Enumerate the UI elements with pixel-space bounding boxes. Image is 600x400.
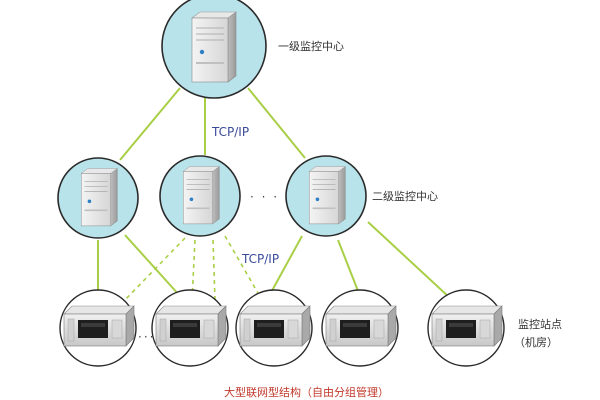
station-node-2 <box>151 289 229 367</box>
protocol-label-mid: TCP/IP <box>242 252 280 266</box>
level1-center-node <box>161 0 267 99</box>
station-label: 监控站点 <box>518 318 562 331</box>
station-node-1 <box>59 289 137 367</box>
station-sublabel: （机房） <box>514 336 558 349</box>
rack-server-icon <box>431 305 503 347</box>
server-tower-icon <box>191 11 237 83</box>
link-hub3-to-station5 <box>367 221 451 299</box>
server-tower-icon <box>308 166 346 225</box>
level2-hub-3 <box>285 155 367 237</box>
rack-server-icon <box>239 305 311 347</box>
server-tower-icon <box>80 168 118 227</box>
connection-lines <box>97 87 451 301</box>
level2-hub-1 <box>57 157 139 239</box>
link-hub3-to-station3 <box>267 235 303 299</box>
link-hub1-to-station2 <box>124 234 181 297</box>
level1-center-label: 一级监控中心 <box>278 40 344 53</box>
link-core-to-hub-1 <box>119 87 181 161</box>
rack-server-icon <box>63 305 135 347</box>
server-tower-icon <box>182 166 220 225</box>
rack-server-icon <box>325 305 397 347</box>
station-node-5 <box>427 289 505 367</box>
link-hub2-dashed-1 <box>124 237 186 301</box>
hub-ellipsis: · · · <box>250 190 280 204</box>
station-node-3 <box>235 289 313 367</box>
level2-center-label: 二级监控中心 <box>372 190 438 203</box>
rack-server-icon <box>155 305 227 347</box>
link-hub3-to-station4 <box>337 239 361 297</box>
station-node-4 <box>321 289 399 367</box>
link-core-to-hub-3 <box>247 87 306 159</box>
link-hub2-dashed-4 <box>224 235 263 301</box>
link-hub2-dashed-3 <box>212 239 216 301</box>
level2-hub-2 <box>159 155 241 237</box>
diagram-caption: 大型联网型结构（自由分组管理） <box>224 386 389 399</box>
station-ellipsis: ··· <box>138 330 156 344</box>
protocol-label-top: TCP/IP <box>212 125 250 139</box>
